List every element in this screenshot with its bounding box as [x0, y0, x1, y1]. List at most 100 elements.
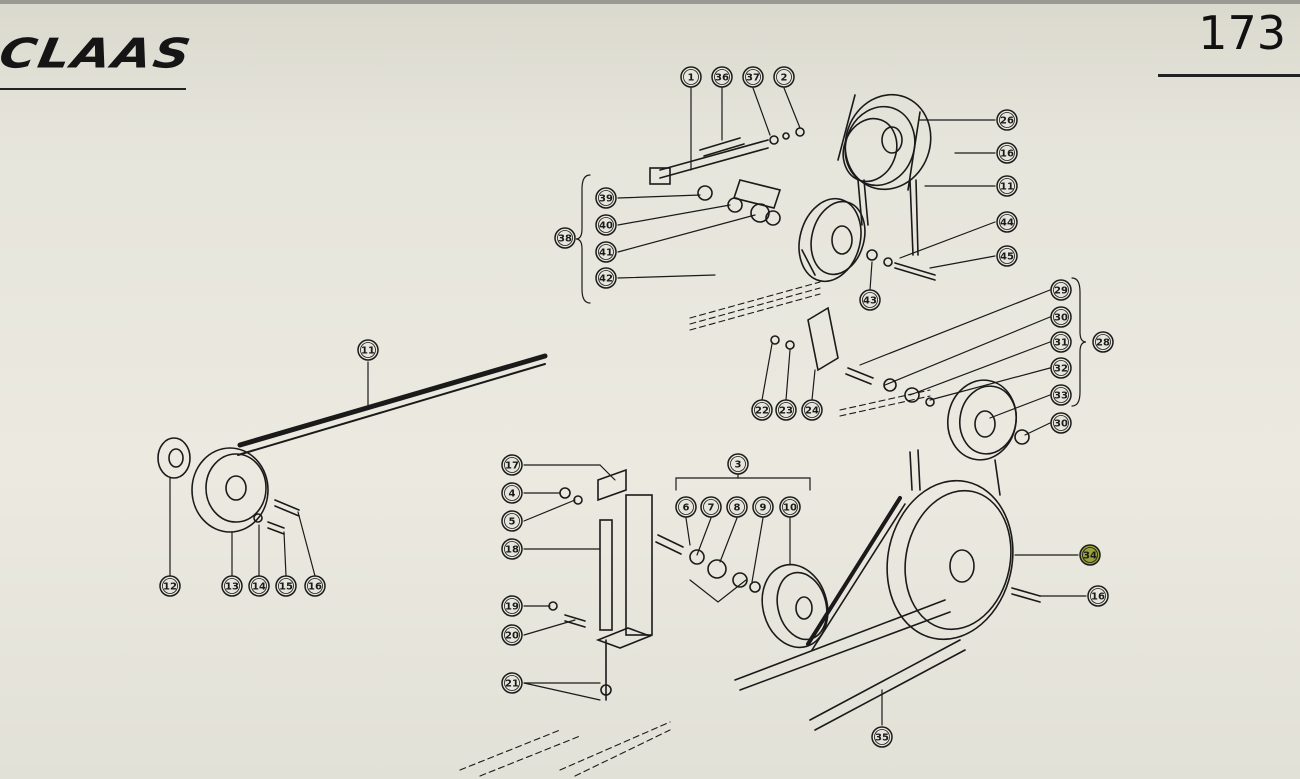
- callout-11: 11: [357, 339, 379, 361]
- callout-label: 12: [163, 582, 177, 593]
- callout-label: 5: [509, 517, 516, 528]
- callout-inner-ring: [504, 598, 520, 614]
- callout-22: 22: [751, 399, 773, 421]
- callout-4: 4: [501, 482, 523, 504]
- callout-8: 8: [726, 496, 748, 518]
- callout-inner-ring: [874, 729, 890, 745]
- callout-circle: [996, 142, 1018, 164]
- callout-circle: [675, 496, 697, 518]
- callout-35: 35: [871, 726, 893, 748]
- shaft-and-washers-3: [655, 534, 761, 593]
- callout-label: 30: [1054, 313, 1068, 324]
- callout-circle: [1050, 306, 1072, 328]
- callout-2: 2: [773, 66, 795, 88]
- callout-7: 7: [700, 496, 722, 518]
- callout-inner-ring: [999, 112, 1015, 128]
- callout-label: 39: [599, 194, 613, 205]
- callout-inner-ring: [862, 292, 878, 308]
- callout-circle: [1092, 331, 1114, 353]
- callout-circle: [1050, 331, 1072, 353]
- callout-12: 12: [159, 575, 181, 597]
- callout-circle: [859, 289, 881, 311]
- callout-34: 34: [1079, 544, 1101, 566]
- callout-label: 6: [683, 503, 690, 514]
- callout-label: 35: [875, 733, 889, 744]
- hidden-belt-lines: [459, 281, 931, 777]
- callout-24: 24: [801, 399, 823, 421]
- callout-label: 42: [599, 274, 613, 285]
- callout-inner-ring: [504, 675, 520, 691]
- tensioner-plate-24: [770, 306, 935, 407]
- callout-circle: [595, 214, 617, 236]
- callout-14: 14: [248, 575, 270, 597]
- callout-inner-ring: [307, 578, 323, 594]
- callout-circle: [871, 726, 893, 748]
- callout-inner-ring: [1053, 387, 1069, 403]
- callout-circle: [595, 187, 617, 209]
- callout-circle: [304, 575, 326, 597]
- large-pulley-34: [886, 479, 1041, 641]
- callout-label: 20: [505, 631, 519, 642]
- callout-circle: [996, 211, 1018, 233]
- callout-label: 45: [1000, 252, 1014, 263]
- callout-circle: [501, 672, 523, 694]
- callout-inner-ring: [999, 214, 1015, 230]
- callout-28: 28: [1092, 331, 1114, 353]
- callout-label: 13: [225, 582, 239, 593]
- upper-large-pulley: [837, 93, 932, 191]
- callout-circle: [773, 66, 795, 88]
- brand-underline: [0, 88, 186, 90]
- callout-circle: [595, 267, 617, 289]
- callout-inner-ring: [999, 145, 1015, 161]
- right-mid-pulley: [947, 379, 1030, 461]
- callout-inner-ring: [557, 230, 573, 246]
- callout-inner-ring: [251, 578, 267, 594]
- callout-inner-ring: [745, 69, 761, 85]
- callout-label: 40: [599, 221, 613, 232]
- callout-label: 34: [1083, 551, 1097, 562]
- callout-inner-ring: [703, 499, 719, 515]
- callout-label: 15: [279, 582, 293, 593]
- callout-42: 42: [595, 267, 617, 289]
- callout-circle: [775, 399, 797, 421]
- callout-label: 38: [558, 234, 572, 245]
- callout-label: 9: [760, 503, 767, 514]
- callout-circle: [501, 454, 523, 476]
- callout-inner-ring: [598, 190, 614, 206]
- callout-15: 15: [275, 575, 297, 597]
- callout-label: 17: [505, 461, 519, 472]
- callout-label: 33: [1054, 391, 1068, 402]
- callout-1: 1: [680, 66, 702, 88]
- callout-circle: [996, 175, 1018, 197]
- callout-inner-ring: [729, 499, 745, 515]
- callout-circle: [554, 227, 576, 249]
- center-pulley-10: [761, 563, 829, 649]
- bracket-assembly-38: [697, 179, 782, 226]
- callout-inner-ring: [598, 244, 614, 260]
- callout-circle: [501, 538, 523, 560]
- callout-circle: [727, 453, 749, 475]
- callout-36: 36: [711, 66, 733, 88]
- callout-3: 3: [727, 453, 749, 475]
- callout-circle: [779, 496, 801, 518]
- callout-circle: [801, 399, 823, 421]
- callout-label: 10: [783, 503, 797, 514]
- callout-label: 32: [1054, 364, 1068, 375]
- callout-inner-ring: [278, 578, 294, 594]
- callout-inner-ring: [714, 69, 730, 85]
- callout-30: 30: [1050, 306, 1072, 328]
- callout-label: 44: [1000, 218, 1014, 229]
- callout-circle: [248, 575, 270, 597]
- tension-bolt: [649, 127, 805, 185]
- callout-circle: [501, 624, 523, 646]
- callout-inner-ring: [999, 178, 1015, 194]
- callout-label: 22: [755, 406, 769, 417]
- callout-circle: [680, 66, 702, 88]
- callout-inner-ring: [504, 457, 520, 473]
- callout-inner-ring: [504, 627, 520, 643]
- callout-inner-ring: [224, 578, 240, 594]
- page-number: 173: [1198, 6, 1286, 60]
- callout-31: 31: [1050, 331, 1072, 353]
- callout-label: 30: [1054, 419, 1068, 430]
